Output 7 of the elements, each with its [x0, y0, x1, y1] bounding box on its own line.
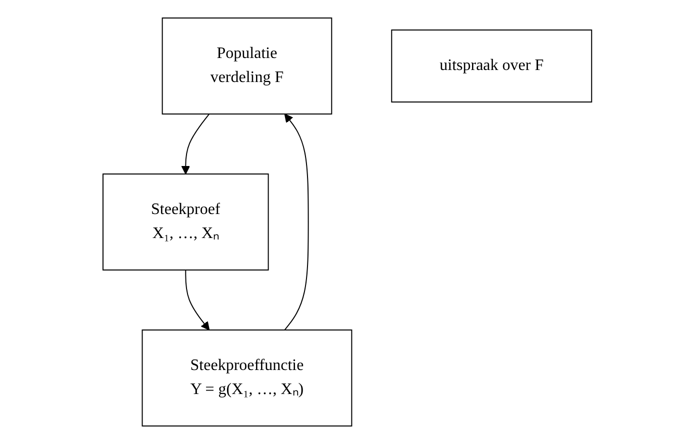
node-box: uitspraak over F	[390, 30, 592, 102]
node-box: Populatie verdeling F	[162, 18, 332, 114]
node-box: Steekproef X₁, …, Xₙ	[102, 174, 268, 270]
node-box: Steekproeffunctie Y = g(X₁, …, Xₙ)	[141, 330, 352, 426]
arrow	[284, 114, 308, 330]
arrow	[180, 114, 210, 174]
arrow	[184, 270, 210, 330]
